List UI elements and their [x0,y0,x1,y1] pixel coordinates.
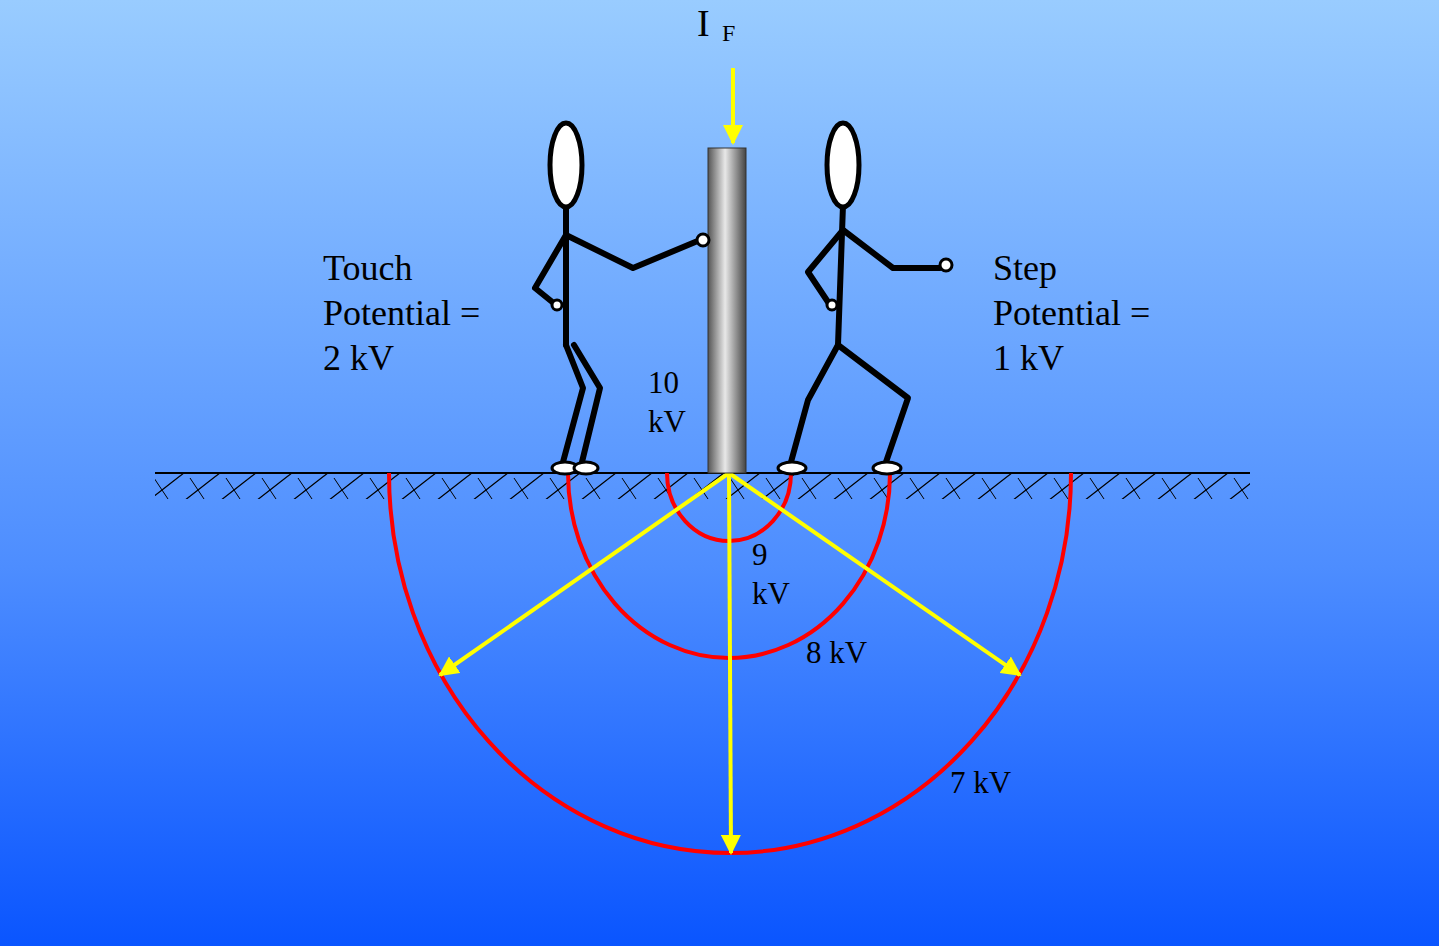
step-potential-label: Step Potential = 1 kV [993,246,1158,381]
potential-value: 7 kV [950,764,1011,803]
potential-value: 8 kV [806,634,867,673]
current-arrow [729,473,731,853]
potential-value: 10 kV [648,364,700,442]
person-touching-parts [550,123,709,474]
person-touching [535,205,700,462]
person-stepping [791,205,940,462]
person-stepping-parts [778,123,952,474]
fault-current-arrow [731,68,735,143]
touch-potential-label: Touch Potential = 2 kV [323,246,488,381]
current-arrow [440,473,729,675]
current-subscript: F [722,18,735,48]
equipotential-line [389,473,1071,853]
soil-hatch [155,473,1250,499]
current-arrow [729,473,1020,675]
current-arrows [440,68,1020,853]
ground-line [155,472,1250,474]
equipotential-lines [389,473,1071,853]
current-symbol: I [697,0,710,48]
potential-value: 9 kV [752,536,798,614]
grounded-pole [708,148,746,473]
